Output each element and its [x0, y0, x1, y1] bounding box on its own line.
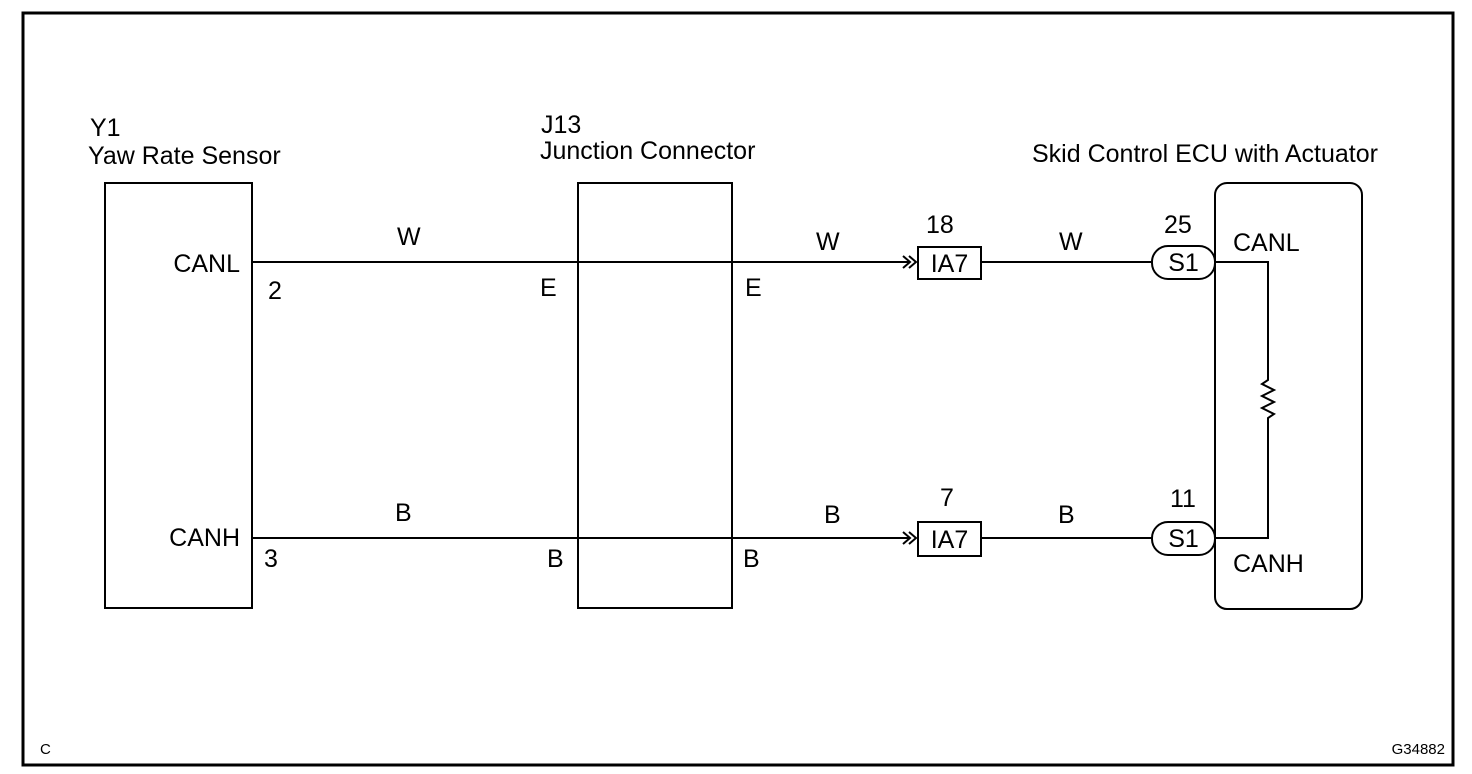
- junction-pin-bottom-left: B: [547, 545, 564, 573]
- s1-top-pin: 25: [1164, 211, 1192, 239]
- ecu-name: Skid Control ECU with Actuator: [1032, 140, 1378, 168]
- wire-canh-color-c: B: [1058, 501, 1075, 529]
- ia7-top-chevron-icon: [902, 255, 918, 269]
- ia7-bottom-chevron-icon: [902, 531, 918, 545]
- figure-id: G34882: [1392, 741, 1445, 758]
- wire-canl-color-b: W: [816, 228, 840, 256]
- ia7-bottom-label: IA7: [931, 526, 969, 554]
- sensor-box: [104, 182, 253, 609]
- sensor-name: Yaw Rate Sensor: [88, 142, 281, 170]
- sensor-pin-canl: CANL: [173, 250, 240, 278]
- sensor-code: Y1: [90, 114, 121, 142]
- corner-label: C: [40, 741, 51, 758]
- ecu-box: [1214, 182, 1363, 610]
- s1-bottom-pin: 11: [1170, 485, 1196, 513]
- sensor-pin-number-canh: 3: [264, 545, 278, 573]
- wire-canh-color-a: B: [395, 499, 412, 527]
- junction-box: [577, 182, 733, 609]
- junction-pin-top-right: E: [745, 274, 762, 302]
- sensor-pin-canh: CANH: [169, 524, 240, 552]
- wire-canl-color-a: W: [397, 223, 421, 251]
- junction-pin-bottom-right: B: [743, 545, 760, 573]
- sensor-pin-number-canl: 2: [268, 277, 282, 305]
- s1-bottom-connector: S1: [1151, 521, 1216, 556]
- ecu-pin-canh: CANH: [1233, 550, 1304, 578]
- junction-pin-top-left: E: [540, 274, 557, 302]
- wire-canh-color-b: B: [824, 501, 841, 529]
- ia7-bottom-pin: 7: [940, 484, 954, 512]
- ia7-bottom-connector: IA7: [902, 521, 982, 557]
- s1-top-connector: S1: [1151, 245, 1216, 280]
- wire-canl-color-c: W: [1059, 228, 1083, 256]
- junction-name: Junction Connector: [540, 137, 755, 165]
- diagram-frame: [21, 11, 1455, 767]
- termination-resistor-icon: [1215, 261, 1277, 539]
- ia7-top-label: IA7: [931, 250, 969, 278]
- ia7-top-pin: 18: [926, 211, 954, 239]
- ia7-top-connector: IA7: [902, 246, 982, 280]
- ecu-pin-canl: CANL: [1233, 229, 1300, 257]
- s1-top-label: S1: [1168, 249, 1199, 277]
- junction-code: J13: [541, 111, 581, 139]
- s1-bottom-label: S1: [1168, 525, 1199, 553]
